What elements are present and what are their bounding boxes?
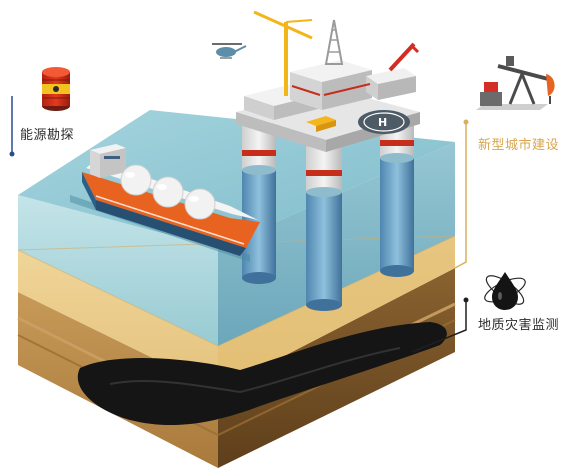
oil-barrel-icon [42, 67, 70, 111]
offshore-platform: H [236, 10, 420, 152]
oil-reservoir [77, 322, 447, 426]
oil-pumpjack-icon [476, 56, 555, 110]
energy-exploration-label: 能源勘探 [20, 128, 75, 143]
callout-line-urban [454, 122, 467, 269]
geohazard-monitoring-label: 地质灾害监测 [478, 318, 560, 333]
lng-tanker-ship [70, 144, 260, 262]
oil-drop-atom-icon [484, 272, 526, 310]
platform-columns [242, 156, 414, 311]
helicopter [212, 43, 247, 59]
svg-text:H: H [378, 116, 387, 129]
water-front-face [18, 195, 218, 346]
callout-line-geohazard [411, 300, 467, 353]
new-urbanization-label: 新型城市建设 [478, 138, 560, 153]
